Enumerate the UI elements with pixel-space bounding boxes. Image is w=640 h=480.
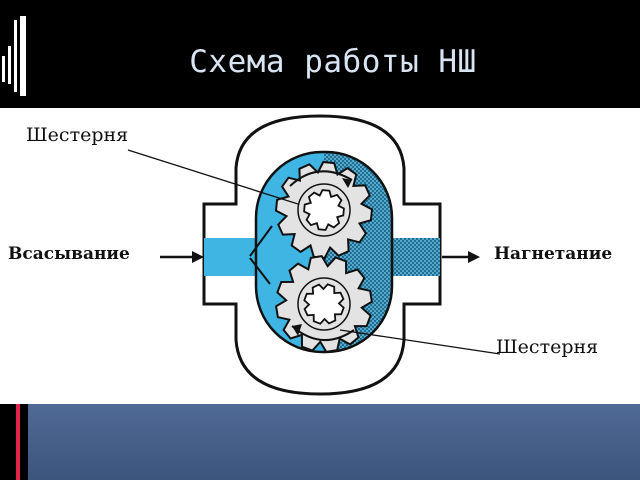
footer-accent-bar <box>16 404 20 480</box>
gear-top <box>274 160 374 260</box>
gear-pump-diagram: Шестерня Всасывание Нагнетание Шестерня <box>0 108 640 404</box>
pump-drawing <box>127 114 501 396</box>
discharge-channel <box>384 238 440 276</box>
gear-bottom <box>275 255 373 353</box>
leader-line-bottom <box>339 329 501 355</box>
label-gear-top: Шестерня <box>26 124 129 146</box>
label-discharge: Нагнетание <box>494 244 613 264</box>
slide-footer <box>0 404 640 480</box>
rotation-arrow-top <box>289 170 353 187</box>
footer-left-strip <box>0 404 28 480</box>
flow-arrow-2 <box>249 257 271 285</box>
flow-arrow-1 <box>249 225 273 257</box>
label-gear-bottom: Шестерня <box>496 336 599 358</box>
suction-channel <box>204 238 264 276</box>
gear-top-spline-hub <box>303 189 345 231</box>
gear-bottom-spline-hub <box>303 283 345 325</box>
gear-top-ring <box>297 183 351 237</box>
accent-bars-decoration <box>2 16 26 96</box>
slide-title-bar: Схема работы НШ <box>0 0 640 108</box>
chamber-outline <box>254 150 394 354</box>
gear-bottom-ring <box>297 277 351 331</box>
leader-line-top <box>127 149 299 205</box>
label-suction: Всасывание <box>8 244 130 264</box>
slide-title: Схема работы НШ <box>189 44 477 80</box>
